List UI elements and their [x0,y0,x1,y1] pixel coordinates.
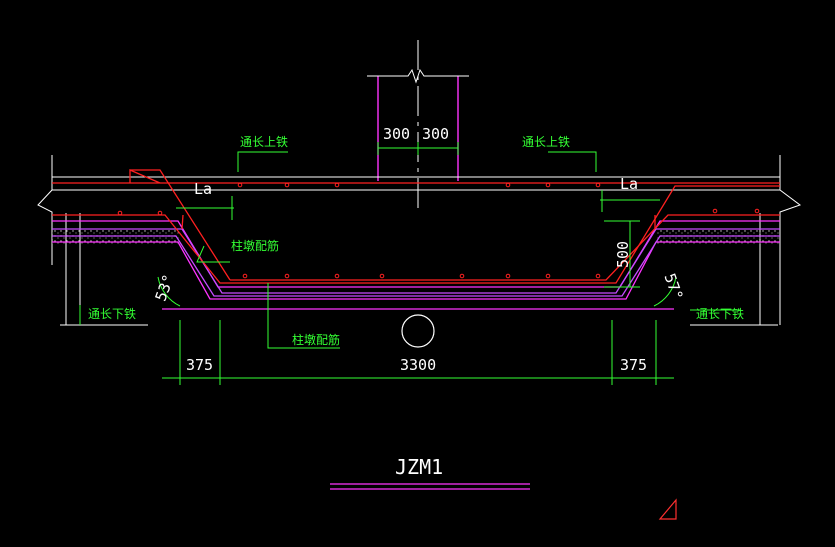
anchor-right-label: La [620,175,638,193]
angle-left-label: 53° [152,272,178,304]
depth-label: 500 [614,241,632,268]
bottom-rebar-left-label: 通长下铁 [88,307,136,321]
title-underline [330,483,530,490]
top-rebar-left-label: 通长上铁 [240,135,288,149]
red-rebar [52,169,780,284]
pit-outline [52,220,780,310]
dimension-lines [79,142,740,385]
anchor-left-label: La [194,180,212,198]
column-outline [377,76,459,181]
column-break-line [367,40,469,210]
top-rebar-right-label: 通长上铁 [522,135,570,149]
bedding-layer [52,230,780,244]
col-dim-right: 300 [422,125,449,143]
violet-rebar [52,228,780,297]
width-mid-label: 3300 [400,356,436,374]
pier-rebar-lower-label: 柱墩配筋 [292,332,340,347]
width-left-label: 375 [186,356,213,374]
rebar-dots [117,182,760,279]
pier-rebar-upper-label: 柱墩配筋 [231,238,279,253]
width-right-label: 375 [620,356,647,374]
angle-right-label: 57° [660,271,686,303]
column-axis-marker [401,314,435,348]
drawing-title: JZM1 [395,455,443,479]
bottom-rebar-right-label: 通长下铁 [696,307,744,321]
col-dim-left: 300 [383,125,410,143]
triangle-marker-icon [658,498,677,520]
